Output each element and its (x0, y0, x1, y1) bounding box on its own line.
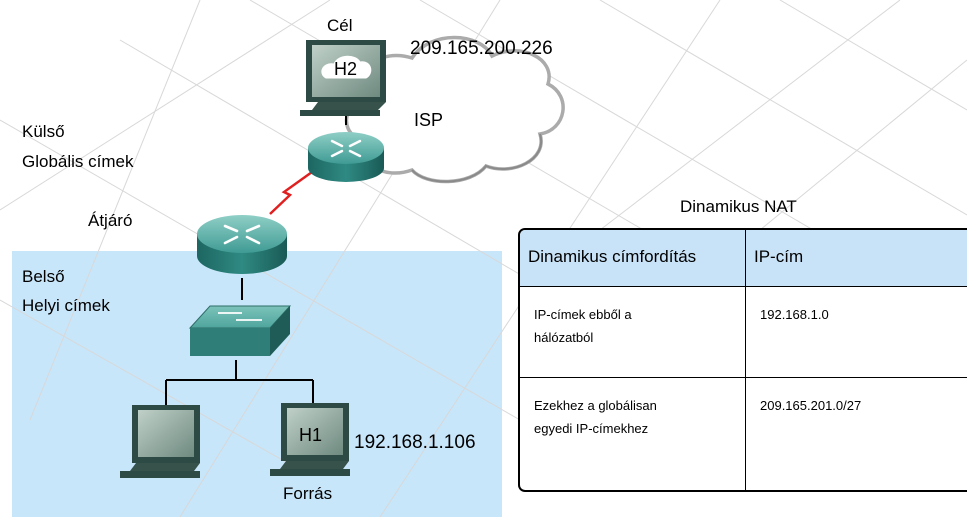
table-header-translation: Dinamikus címfordítás (520, 230, 746, 286)
table-cell-description: Ezekhez a globálisan egyedi IP-címekhez (520, 378, 746, 490)
description-line: IP-címek ebből a (534, 307, 632, 322)
source-ip: 192.168.1.106 (354, 432, 476, 453)
inside-label-line1: Belső (22, 267, 65, 286)
table-cell-ip: 192.168.1.0 (760, 307, 829, 322)
lan-switch (188, 305, 292, 356)
table-header-ip: IP-cím (754, 247, 804, 266)
gateway-router (197, 215, 287, 274)
source-host-h1 (270, 403, 350, 476)
table-row: Ezekhez a globálisan egyedi IP-címekhez … (520, 378, 967, 490)
outside-label-line2: Globális címek (22, 152, 134, 171)
serial-link (269, 170, 313, 215)
outside-label-line1: Külső (22, 122, 65, 141)
inside-zone-background (12, 251, 502, 517)
destination-ip: 209.165.200.226 (410, 38, 553, 59)
h2-label: H2 (334, 59, 358, 79)
source-label: Forrás (283, 484, 333, 503)
gateway-label: Átjáró (88, 211, 133, 230)
isp-cloud-shadow (411, 133, 543, 183)
table-row: IP-címek ebből a hálózatból 192.168.1.0 (520, 287, 967, 378)
destination-host-h2 (300, 40, 386, 116)
description-line: Ezekhez a globálisan (534, 398, 657, 413)
inside-label-line2: Helyi címek (22, 296, 110, 315)
nat-table-title: Dinamikus NAT (680, 197, 797, 216)
description-line: egyedi IP-címekhez (534, 421, 649, 436)
dynamic-nat-table: Dinamikus címfordítás IP-cím IP-címek eb… (518, 228, 967, 492)
description-line: hálózatból (534, 330, 594, 345)
h1-label: H1 (299, 425, 323, 445)
destination-label: Cél (327, 16, 353, 35)
table-header-row: Dinamikus címfordítás IP-cím (520, 230, 967, 287)
inside-host-left (120, 405, 200, 478)
table-cell-ip: 209.165.201.0/27 (760, 398, 862, 413)
lan-links (165, 360, 314, 407)
isp-label: ISP (414, 110, 444, 130)
isp-router (308, 132, 384, 182)
table-cell-description: IP-címek ebből a hálózatból (520, 287, 746, 377)
